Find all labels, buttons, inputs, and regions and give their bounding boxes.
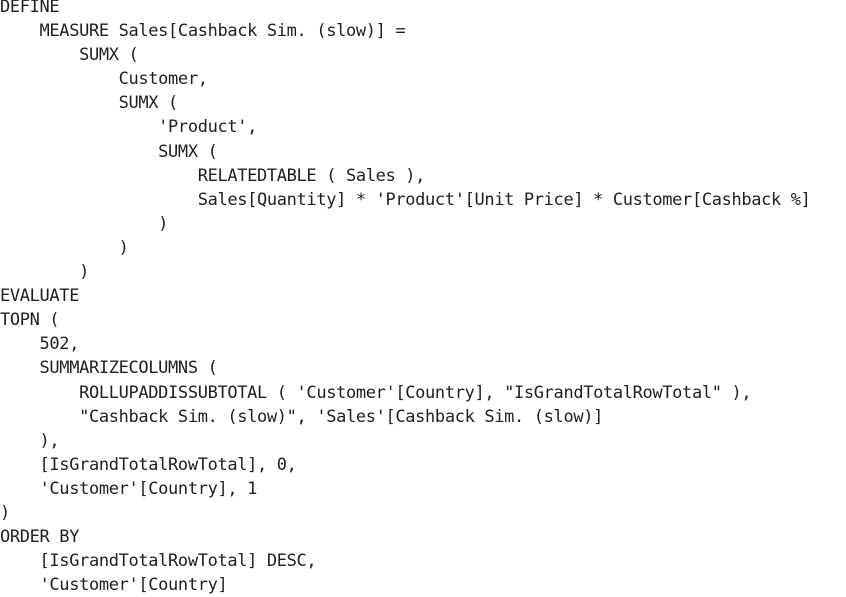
code-line: SUMX (	[0, 93, 179, 114]
code-line: ROLLUPADDISSUBTOTAL ( 'Customer'[Country…	[0, 382, 752, 403]
code-line: EVALUATE	[0, 286, 80, 307]
code-line: Sales[Quantity] * 'Product'[Unit Price] …	[0, 189, 811, 210]
code-line: )	[0, 502, 10, 523]
code-line: 'Customer'[Country], 1	[0, 478, 258, 499]
code-line: 'Customer'[Country]	[0, 575, 228, 596]
code-line: 'Product',	[0, 117, 258, 138]
code-line: Customer,	[0, 69, 208, 90]
code-line: MEASURE Sales[Cashback Sim. (slow)] =	[0, 21, 406, 42]
code-line: )	[0, 213, 169, 234]
code-line: )	[0, 262, 89, 283]
code-line: [IsGrandTotalRowTotal], 0,	[0, 454, 297, 475]
code-line: DEFINE	[0, 0, 60, 17]
code-line: "Cashback Sim. (slow)", 'Sales'[Cashback…	[0, 406, 603, 427]
code-line: SUMMARIZECOLUMNS (	[0, 358, 218, 379]
code-line: 502,	[0, 334, 80, 355]
code-line: RELATEDTABLE ( Sales ),	[0, 165, 426, 186]
code-line: ),	[0, 430, 60, 451]
code-line: ORDER BY	[0, 527, 80, 548]
code-line: [IsGrandTotalRowTotal] DESC,	[0, 551, 317, 572]
code-line: )	[0, 237, 129, 258]
code-line: SUMX (	[0, 45, 139, 66]
code-line: TOPN (	[0, 310, 60, 331]
code-line: SUMX (	[0, 141, 218, 162]
